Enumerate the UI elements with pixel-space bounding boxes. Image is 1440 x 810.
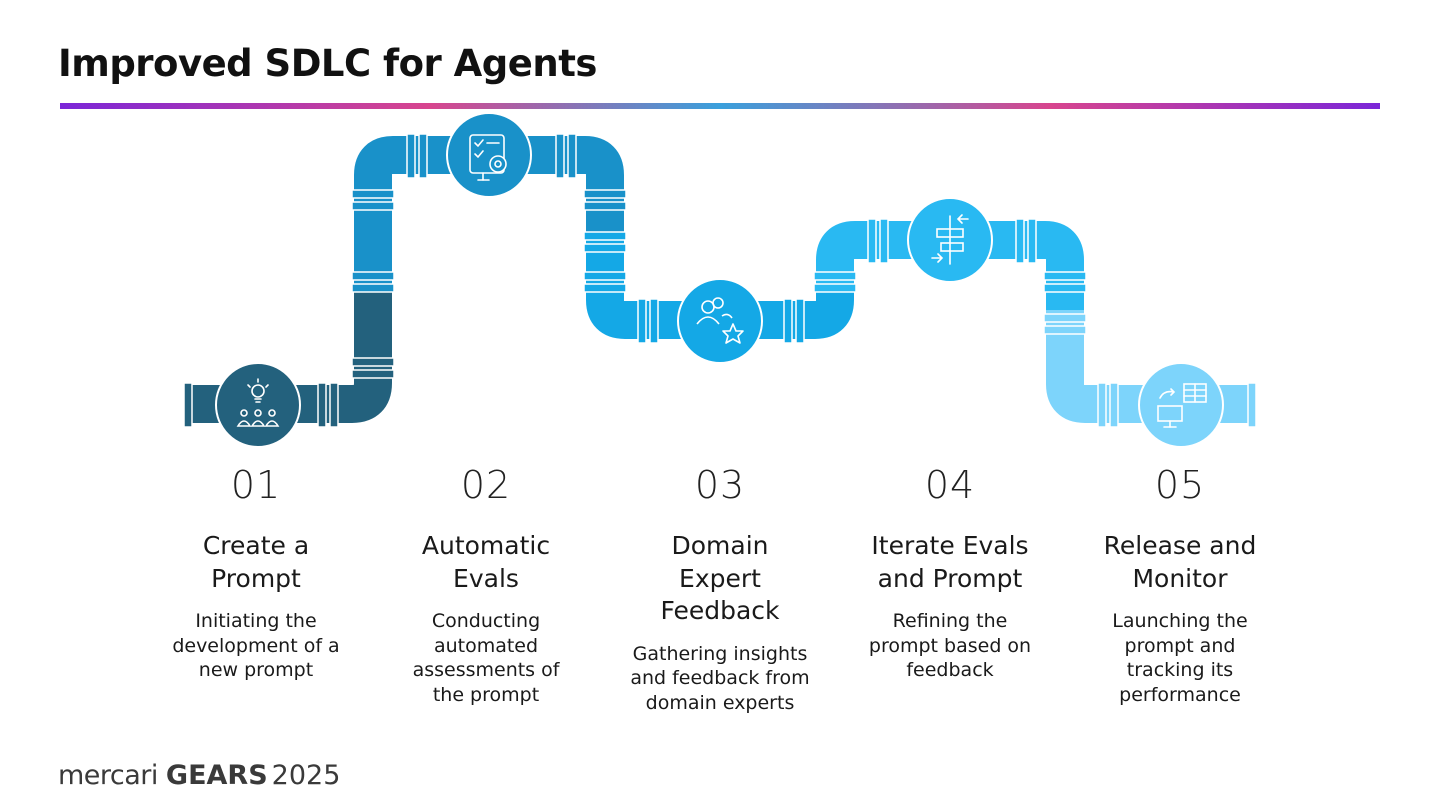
step-5: 05 Release and Monitor Launching the pro… [1080,466,1280,708]
step-number: 03 [694,463,746,507]
brand-wordmark: mercari [58,760,158,791]
step-2: 02 Automatic Evals Conducting automated … [386,466,586,708]
step-description: Initiating the development of a new prom… [172,610,340,682]
step-description: Conducting automated assessments of the … [412,610,560,707]
step-number: 01 [230,463,282,507]
step-3: 03 Domain Expert Feedback Gathering insi… [620,466,820,716]
step-description: Refining the prompt based on feedback [868,610,1032,682]
event-name: GEARS [165,760,268,791]
step-title: Create a Prompt [202,531,310,593]
step-title: Release and Monitor [1103,531,1257,593]
step-number: 05 [1154,463,1206,507]
lightbulb-team-icon [215,362,301,448]
pipe-segment-1 [183,280,395,428]
page-title: Improved SDLC for Agents [58,42,597,85]
step-number: 04 [924,463,976,507]
people-star-icon [677,278,763,364]
iterate-arrows-icon [907,197,993,283]
pipeline-diagram [183,112,1257,448]
step-title: Iterate Evals and Prompt [871,531,1029,593]
event-year: 2025 [271,760,341,791]
step-title: Domain Expert Feedback [660,531,780,625]
step-title: Automatic Evals [421,531,551,593]
monitor-table-icon [1138,362,1224,448]
step-1: 01 Create a Prompt Initiating the develo… [156,466,356,683]
pipe-segment-5 [1043,310,1257,428]
checklist-gear-icon [446,112,532,198]
step-description: Launching the prompt and tracking its pe… [1112,610,1248,707]
step-description: Gathering insights and feedback from dom… [630,642,810,714]
title-divider [60,103,1380,109]
step-number: 02 [460,463,512,507]
step-4: 04 Iterate Evals and Prompt Refining the… [850,466,1050,683]
